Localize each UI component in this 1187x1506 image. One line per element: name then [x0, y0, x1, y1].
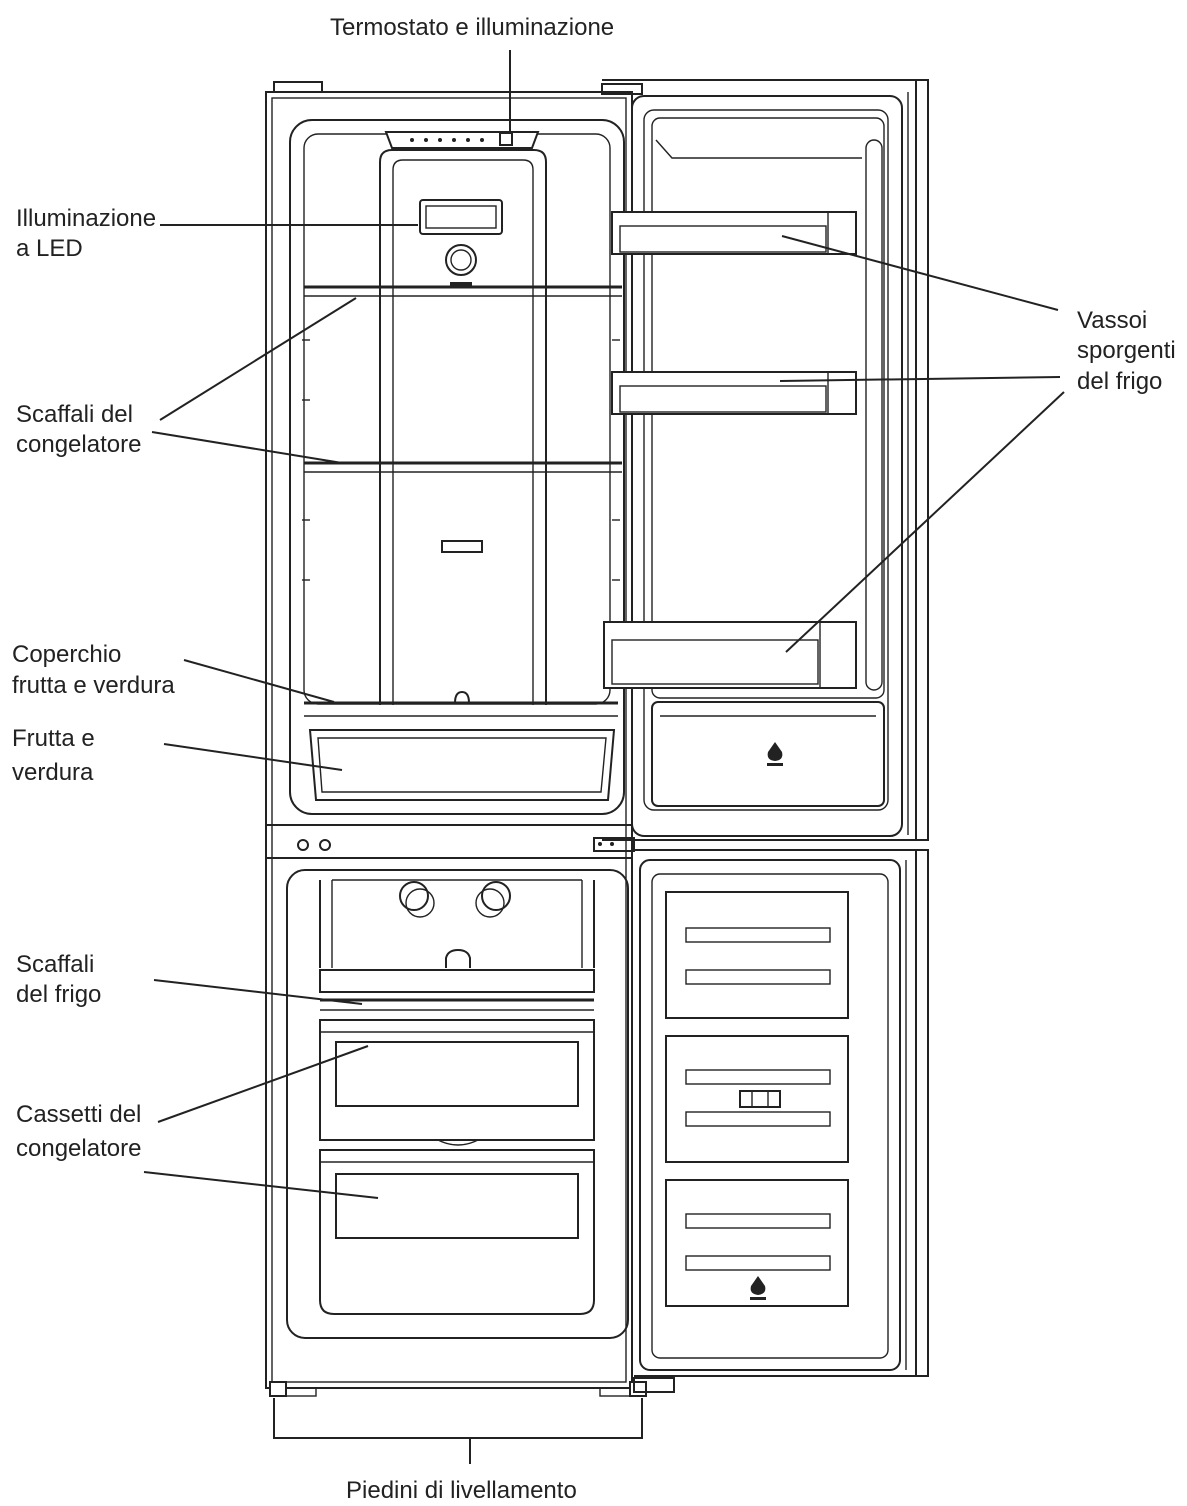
- label-freezer-drawers-line2: congelatore: [16, 1135, 142, 1162]
- upper-door: [601, 79, 929, 841]
- label-led-line1: Illuminazione: [16, 205, 157, 232]
- label-crisper-line1: Frutta e: [12, 725, 95, 752]
- door-tray-2: [611, 371, 857, 415]
- label-freezer-shelves-line2: congelatore: [16, 431, 142, 458]
- door-panel-1: [665, 891, 849, 1019]
- divider-knobs: [297, 837, 635, 852]
- label-fridge-shelves-line1: Scaffali: [16, 951, 95, 978]
- label-thermostat: Termostato e illuminazione: [330, 14, 615, 41]
- lower-compartment: [286, 869, 629, 1339]
- label-crisper-cover-line2: frutta e verdura: [12, 672, 175, 699]
- lower-shelf: [319, 969, 595, 1011]
- upper-compartment: [289, 119, 625, 815]
- label-leveling-feet: Piedini di livellamento: [346, 1477, 577, 1504]
- label-door-trays-line1: Vassoi: [1077, 307, 1148, 334]
- label-fridge-shelves-line2: del frigo: [16, 981, 102, 1008]
- upper-shelf-2: [304, 461, 622, 473]
- leader-lines: [143, 50, 1065, 1464]
- door-tray-3: [603, 621, 857, 689]
- drop-icon-lower: [750, 1276, 766, 1295]
- lower-door: [633, 849, 929, 1393]
- door-panel-3: [665, 1179, 849, 1307]
- freezer-drawer-2: [319, 1149, 595, 1315]
- label-door-trays-line3: del frigo: [1077, 368, 1163, 395]
- label-freezer-drawers-line1: Cassetti del: [16, 1101, 142, 1128]
- label-freezer-shelves-line1: Scaffali del: [16, 401, 133, 428]
- crisper-drawer: [308, 729, 616, 801]
- led-light: [419, 199, 503, 235]
- door-tray-1: [611, 211, 857, 255]
- door-panel-2: [665, 1035, 849, 1163]
- drop-icon: [767, 742, 783, 761]
- freezer-drawer-1: [319, 1019, 595, 1146]
- crisper-cover: [304, 701, 618, 717]
- door-bin: [651, 701, 885, 807]
- label-crisper-line2: verdura: [12, 759, 94, 786]
- label-crisper-cover-line1: Coperchio: [12, 641, 122, 668]
- label-led-line2: a LED: [16, 235, 83, 262]
- upper-shelf-1: [304, 285, 622, 297]
- thermostat-unit: [384, 131, 540, 149]
- label-door-trays-line2: sporgenti: [1077, 337, 1176, 364]
